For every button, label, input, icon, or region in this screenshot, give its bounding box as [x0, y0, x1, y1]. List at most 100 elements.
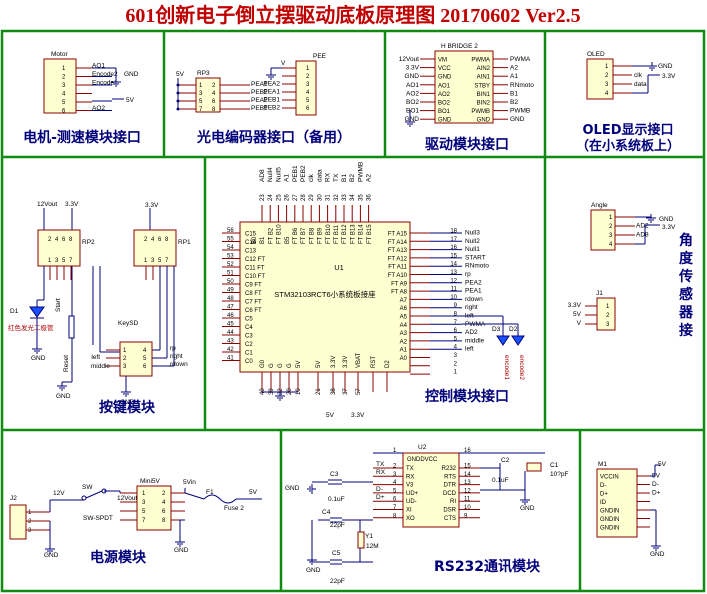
mini5v-module	[136, 485, 172, 531]
u2-pin-number-left: 7	[393, 505, 397, 511]
m1-usb-connector	[596, 468, 638, 538]
hbridge-pin-left: BO2	[438, 101, 451, 107]
start-switch-icon	[68, 315, 75, 339]
d1-gnd-label: GND	[31, 355, 46, 362]
mcu-left-pin-name: C6 FT	[245, 308, 262, 314]
mcu-top-pin-number: 30	[317, 194, 323, 201]
j1-net-label: V	[577, 320, 582, 327]
mcu-top-pin-name: FT B7	[301, 227, 307, 244]
mcu-right-pin-name: FT A11	[388, 265, 407, 271]
oled-net-label: 3.3V	[662, 73, 676, 80]
c1-cap-icon	[526, 462, 542, 472]
rp3-pin-left: 3	[199, 91, 203, 97]
rp1-resistor-pack	[133, 229, 177, 267]
hbridge-net-left: AO2	[406, 90, 419, 97]
keysd-pin-left: 1	[123, 348, 127, 354]
mcu-bottom-pin-number: 37	[343, 388, 349, 395]
power-12v-label: 12V	[53, 490, 65, 497]
mcu-top-net: Null5	[275, 167, 282, 182]
rs232-net-rx: RX	[376, 469, 386, 476]
j2-pin-number: 3	[28, 528, 32, 534]
u2-pin-right: RTS	[444, 474, 456, 480]
mcu-left-pin-number: 51	[227, 271, 234, 277]
mcu-top-pin-number: 36	[367, 194, 373, 201]
motor-pin-number: 4	[62, 92, 66, 98]
pee-net-label: PEB1	[263, 97, 280, 104]
hbridge-net-right: A1	[510, 73, 518, 80]
u2-pin-number-left: 3	[393, 472, 397, 478]
rp1-ref: RP1	[178, 239, 191, 246]
c2-ref: C2	[501, 457, 510, 464]
c1-value: 10?pF	[550, 471, 568, 478]
d1-gnd-icon	[31, 344, 43, 354]
u2-pin-left: UD-	[406, 499, 417, 505]
mcu-right-pin-name: FT A13	[388, 248, 408, 254]
mcu-33v-label: 3.3V	[351, 412, 365, 419]
hbridge-net-left: 12Vout	[399, 56, 419, 63]
hbridge-pin-right: BIN2	[477, 101, 491, 107]
pee-connector	[295, 60, 317, 116]
j2-pin-number: 2	[28, 519, 32, 525]
mcu-top-pin-number: 31	[326, 194, 332, 201]
hbridge-net-right: B2	[510, 99, 518, 106]
mcu-left-pin-name: C1	[245, 351, 253, 357]
mcu-top-pin-name: FT B11	[334, 224, 340, 244]
rp3-net-label: PEA2	[251, 97, 268, 104]
rp3-pin-left: 1	[199, 83, 203, 89]
rp1-pin-bottom: 7	[165, 258, 169, 264]
mcu-left-pin-name: C10 FT	[245, 274, 265, 280]
driver-module-caption: 驱动模块接口	[425, 136, 509, 153]
mcu-top-pin-number: 35	[358, 194, 364, 201]
motor-pin-number: 5	[62, 100, 66, 106]
j1-net-label: 3.3V	[568, 302, 582, 309]
oled-pin-number: 2	[605, 73, 609, 79]
u2-ref: U2	[418, 444, 427, 451]
u2-top-pins: GNDDVCC	[407, 457, 438, 463]
mcu-top-pin-name: FT B10	[277, 224, 283, 244]
angle-connector	[590, 209, 616, 251]
mcu-right-pin-name: FT A10	[388, 273, 408, 279]
u2-pin-left: XO	[406, 516, 415, 522]
u2-ic	[402, 452, 460, 528]
m1-pin-name: GNDIN	[600, 509, 619, 515]
m1-net-label: D-	[652, 481, 659, 488]
mini-pin-left: 1	[142, 491, 146, 497]
junction-dot	[176, 99, 180, 103]
d3-net: encode1	[503, 355, 510, 380]
hbridge-pin-right: PWMB	[471, 109, 490, 115]
mcu-right-pin-name: A1	[400, 348, 408, 354]
mcu-left-pin-number: 45	[227, 322, 234, 328]
pee-pin-number: 3	[306, 82, 310, 88]
mcu-bottom-pin-number: 19	[296, 388, 302, 395]
encoder-gnd-icon	[265, 70, 277, 80]
m1-pin-name: D-	[600, 483, 606, 489]
mcu-bottom-pin-name: RST	[371, 356, 377, 368]
mcu-bottom-pin-name: G0	[260, 359, 266, 368]
angle-caption-char: 传	[678, 268, 693, 285]
mcu-bottom-pin-name: 3.3V	[331, 356, 337, 368]
hbridge-pin-right: STBY	[474, 83, 490, 89]
mcu-bottom-pin-number: 39	[269, 388, 275, 395]
c4-value: 22pF	[330, 522, 345, 529]
rp3-pin-right: 8	[212, 107, 216, 113]
keysd-net-middle: middle	[91, 363, 111, 370]
mcu-right-net: PEA1	[465, 288, 482, 295]
mcu-right-net: PEA2	[465, 279, 482, 286]
rs232-module-caption: RS232通讯模块	[434, 558, 541, 575]
mcu-top-net: A1	[284, 174, 291, 182]
hbridge-pin-right: BIN1	[477, 92, 491, 98]
mcu-left-pin-number: 48	[227, 296, 234, 302]
keysd-net-right: right	[170, 353, 183, 360]
mcu-right-pin-name: A7	[400, 298, 408, 304]
d2-diode-icon	[511, 335, 525, 346]
u2-pin-number-right: 13	[464, 480, 471, 486]
oled-net-label: clk	[634, 72, 643, 79]
pee-net-label: PEB2	[263, 105, 280, 112]
hbridge-pin-left: GND	[438, 118, 452, 124]
oled-pin-number: 4	[605, 91, 609, 97]
j1-net-label: 5V	[573, 311, 582, 318]
hbridge-net-right: PWMB	[510, 108, 530, 115]
mcu-right-net: right	[465, 304, 478, 311]
mini-pin-right: 2	[162, 491, 166, 497]
